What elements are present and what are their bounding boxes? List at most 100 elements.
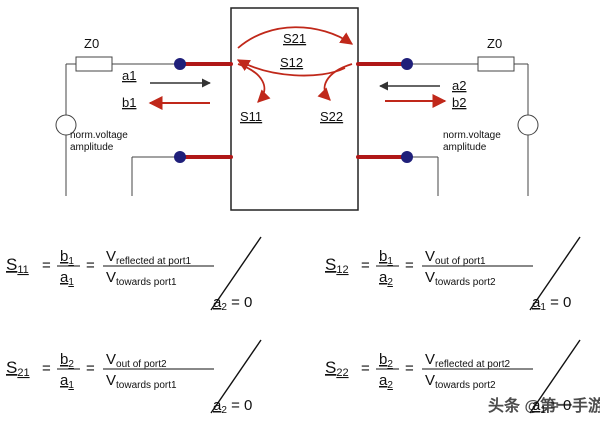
eq-equals-2: = bbox=[86, 360, 95, 377]
eq-lhs-main: S bbox=[6, 255, 17, 274]
eq-ratio-num: Vout of port2 bbox=[106, 351, 167, 370]
arrow-s21 bbox=[237, 26, 354, 49]
label-b1: b1 bbox=[122, 95, 136, 110]
label-a1: a1 bbox=[122, 68, 136, 83]
s-param-arrows bbox=[236, 26, 354, 103]
eq-frac-num-sub: 2 bbox=[68, 359, 74, 370]
eq-condition-slash bbox=[529, 339, 581, 414]
left-impedance-label: Z0 bbox=[84, 36, 99, 51]
eq-frac-den: a1 bbox=[60, 372, 74, 391]
label-b2: b2 bbox=[452, 95, 466, 110]
eq-lhs: S21 bbox=[6, 358, 30, 379]
eq-condition-main: a bbox=[532, 397, 541, 414]
node-port2-top bbox=[401, 58, 413, 70]
right-source-label-2: amplitude bbox=[443, 142, 487, 153]
eq-equals-1: = bbox=[42, 360, 51, 377]
eq-ratio-den-sub: towards port1 bbox=[116, 277, 177, 288]
arrow-s22 bbox=[317, 63, 353, 101]
eq-ratio-den-main: V bbox=[425, 269, 435, 286]
eq-condition: a1 = 0 bbox=[532, 294, 571, 313]
right-circuit bbox=[413, 56, 539, 196]
eq-frac-den-main: a bbox=[379, 372, 388, 389]
eq-frac-num: b1 bbox=[379, 248, 393, 267]
eq-lhs: S22 bbox=[325, 358, 349, 379]
eq-frac-num-main: b bbox=[60, 351, 68, 368]
eq-equals-1: = bbox=[361, 257, 370, 274]
eq-frac-num: b2 bbox=[60, 351, 74, 370]
eq-lhs-sub: 12 bbox=[336, 264, 348, 276]
eq-condition-slash bbox=[529, 236, 581, 311]
eq-ratio-den-sub: towards port2 bbox=[435, 380, 496, 391]
eq-frac-den-sub: 2 bbox=[387, 380, 393, 391]
eq-frac-num: b1 bbox=[60, 248, 74, 267]
eq-equals-2: = bbox=[405, 360, 414, 377]
eq-ratio-den-sub: towards port1 bbox=[116, 380, 177, 391]
eq-frac-num-main: b bbox=[60, 248, 68, 265]
eq-equals-1: = bbox=[361, 360, 370, 377]
eq-ratio-den-sub: towards port2 bbox=[435, 277, 496, 288]
eq-lhs-main: S bbox=[325, 255, 336, 274]
eq-lhs: S12 bbox=[325, 255, 349, 276]
eq-ratio-num-sub: out of port2 bbox=[116, 359, 167, 370]
eq-ratio-num-main: V bbox=[425, 351, 435, 368]
left-source-label-2: amplitude bbox=[70, 142, 114, 153]
label-a2: a2 bbox=[452, 78, 466, 93]
eq-lhs-sub: 11 bbox=[17, 264, 28, 276]
eq-ratio-num-sub: out of port1 bbox=[435, 256, 486, 267]
eq-frac-num-sub: 1 bbox=[68, 256, 74, 267]
eq-condition-sub: 1 bbox=[540, 302, 546, 313]
eq-frac-num: b2 bbox=[379, 351, 393, 370]
eq-ratio-den-main: V bbox=[425, 372, 435, 389]
left-circuit bbox=[55, 56, 174, 196]
right-impedance-box bbox=[477, 56, 515, 72]
eq-frac-num-sub: 1 bbox=[387, 256, 393, 267]
eq-ratio-num-main: V bbox=[106, 351, 116, 368]
port-lines bbox=[178, 62, 409, 159]
eq-condition-rest: = 0 bbox=[546, 397, 571, 414]
eq-lhs: S11 bbox=[6, 255, 29, 276]
label-s11: S11 bbox=[240, 109, 262, 124]
watermark-text: 头条 @第一手游网 bbox=[488, 396, 600, 415]
eq-condition-slash bbox=[210, 236, 262, 311]
eq-condition-sub: 2 bbox=[221, 405, 227, 416]
eq-condition-sub: 2 bbox=[221, 302, 227, 313]
node-port1-bottom bbox=[174, 151, 186, 163]
label-s21: S21 bbox=[283, 31, 306, 46]
eq-lhs-sub: 21 bbox=[17, 367, 29, 379]
right-impedance-label: Z0 bbox=[487, 36, 502, 51]
eq-equals-1: = bbox=[42, 257, 51, 274]
eq-ratio-den-main: V bbox=[106, 269, 116, 286]
eq-frac-den-main: a bbox=[60, 372, 69, 389]
eq-ratio-num: Vreflected at port1 bbox=[106, 248, 191, 267]
eq-equals-2: = bbox=[86, 257, 95, 274]
eq-frac-num-sub: 2 bbox=[387, 359, 393, 370]
eq-condition-main: a bbox=[213, 294, 222, 311]
eq-ratio-den: Vtowards port1 bbox=[106, 372, 177, 391]
eq-condition-main: a bbox=[532, 294, 541, 311]
eq-frac-den-main: a bbox=[379, 269, 388, 286]
eq-ratio-num-main: V bbox=[106, 248, 116, 265]
eq-condition-slash bbox=[210, 339, 262, 414]
eq-lhs-sub: 22 bbox=[336, 367, 348, 379]
eq-condition-rest: = 0 bbox=[227, 397, 252, 414]
left-impedance-box bbox=[75, 56, 113, 72]
eq-ratio-den-main: V bbox=[106, 372, 116, 389]
right-source-label-1: norm.voltage bbox=[443, 130, 501, 141]
eq-condition-rest: = 0 bbox=[546, 294, 571, 311]
eq-lhs-main: S bbox=[325, 358, 336, 377]
eq-frac-den: a2 bbox=[379, 372, 393, 391]
right-source-icon bbox=[517, 114, 539, 136]
eq-ratio-num: Vreflected at port2 bbox=[425, 351, 510, 370]
eq-frac-num-main: b bbox=[379, 248, 387, 265]
two-port-box bbox=[230, 7, 359, 211]
eq-condition: a2 = 0 bbox=[213, 397, 252, 416]
left-source-label-1: norm.voltage bbox=[70, 130, 128, 141]
label-s22: S22 bbox=[320, 109, 343, 124]
eq-condition: a1 = 0 bbox=[532, 397, 571, 416]
eq-ratio-den: Vtowards port2 bbox=[425, 372, 496, 391]
eq-condition: a2 = 0 bbox=[213, 294, 252, 313]
